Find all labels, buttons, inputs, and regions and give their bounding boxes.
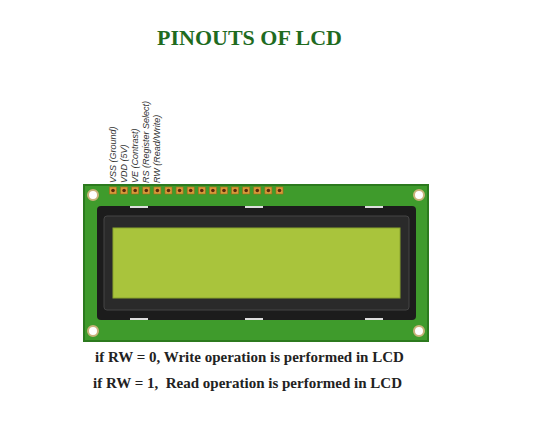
pin-hole — [255, 189, 259, 193]
pin-hole — [178, 189, 182, 193]
header-pin — [143, 187, 150, 194]
pin-pad — [232, 187, 239, 194]
pin-pad — [209, 187, 216, 194]
pin-pad — [276, 187, 283, 194]
note-text: if RW = 1, Read operation is performed i… — [93, 376, 402, 391]
pin-pad — [176, 187, 183, 194]
header-pin — [110, 187, 117, 194]
bezel-mark — [130, 206, 148, 208]
pin-label: VE (Contrast) — [130, 128, 140, 183]
header-pin — [221, 187, 228, 194]
header-pin — [209, 187, 216, 194]
bezel-mark — [130, 318, 148, 320]
pin-hole — [156, 189, 160, 193]
pin-hole — [145, 189, 149, 193]
pin-hole — [189, 189, 193, 193]
header-pin — [232, 187, 239, 194]
pin-hole — [211, 189, 215, 193]
pin-label: VSS (Ground) — [108, 126, 118, 183]
pin-hole — [122, 189, 126, 193]
pin-pad — [243, 187, 250, 194]
lcd-bezel — [97, 206, 416, 320]
mounting-hole — [414, 326, 424, 336]
note-text: if RW = 0, Write operation is performed … — [95, 350, 404, 365]
pin-pad — [121, 187, 128, 194]
bezel-mark — [365, 206, 383, 208]
pin-hole — [244, 189, 248, 193]
header-pin — [254, 187, 261, 194]
pin-pad — [132, 187, 139, 194]
mounting-hole — [88, 190, 98, 200]
header-pin — [165, 187, 172, 194]
header-pin — [265, 187, 272, 194]
mounting-hole — [88, 326, 98, 336]
pin-header — [110, 187, 284, 194]
header-pin — [132, 187, 139, 194]
pin-pad — [187, 187, 194, 194]
mounting-hole — [414, 190, 424, 200]
pin-label: RW (Read/Write) — [152, 115, 162, 183]
header-pin — [198, 187, 205, 194]
pin-hole — [278, 189, 282, 193]
title: PINOUTS OF LCD — [157, 27, 342, 49]
pin-pad — [110, 187, 117, 194]
pin-hole — [222, 189, 226, 193]
pin-pad — [154, 187, 161, 194]
header-pin — [243, 187, 250, 194]
pin-pad — [198, 187, 205, 194]
pin-hole — [133, 189, 137, 193]
pin-pad — [254, 187, 261, 194]
lcd-frame — [104, 216, 409, 310]
bezel-mark — [245, 206, 263, 208]
lcd-screen — [113, 228, 400, 298]
pin-hole — [111, 189, 115, 193]
bezel-mark — [245, 318, 263, 320]
pin-pad — [265, 187, 272, 194]
pin-hole — [167, 189, 171, 193]
header-pin — [276, 187, 283, 194]
pin-hole — [233, 189, 237, 193]
pin-pad — [221, 187, 228, 194]
pin-hole — [200, 189, 204, 193]
pin-label: RS (Register Select) — [141, 101, 151, 183]
pin-label: VDD (5V) — [119, 144, 129, 183]
pin-pad — [165, 187, 172, 194]
header-pin — [154, 187, 161, 194]
header-pin — [176, 187, 183, 194]
bezel-mark — [365, 318, 383, 320]
header-pin — [187, 187, 194, 194]
pin-pad — [143, 187, 150, 194]
pcb-board — [84, 185, 428, 341]
pin-hole — [267, 189, 271, 193]
header-pin — [121, 187, 128, 194]
